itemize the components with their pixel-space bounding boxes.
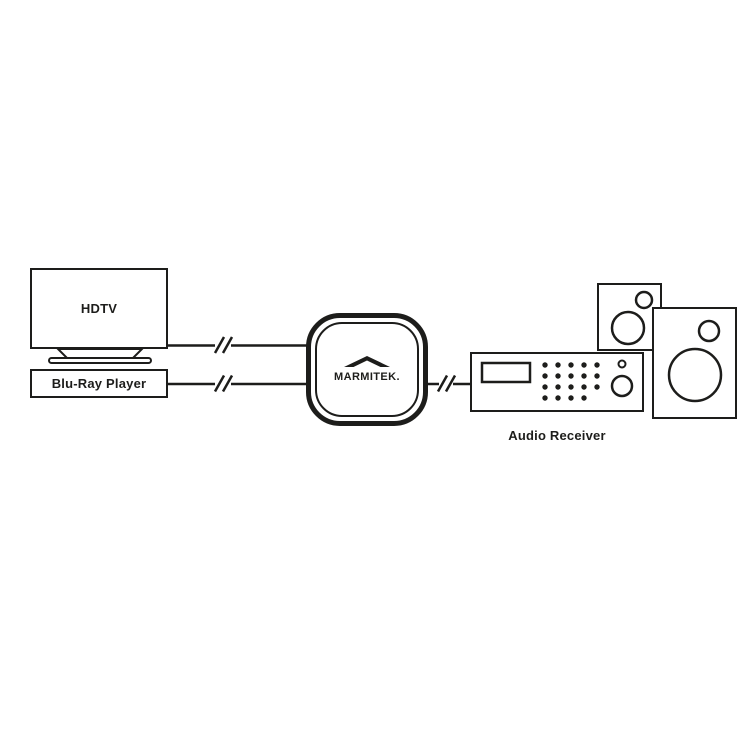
- receiver-label: Audio Receiver: [508, 428, 606, 443]
- hdtv-box: HDTV: [30, 268, 168, 349]
- cable-break-icon: [213, 336, 234, 354]
- receiver-display: [480, 361, 532, 384]
- cable-hdtv-extender: [168, 336, 307, 354]
- audio-receiver-box: [470, 352, 644, 412]
- bluray-label: Blu-Ray Player: [51, 376, 147, 391]
- receiver-buttons: [542, 362, 600, 401]
- speaker-woofer-icon: [610, 310, 646, 346]
- hdtv-label: HDTV: [80, 301, 118, 316]
- extender-device-inner: MARMITEK.: [315, 322, 419, 417]
- tv-stand-icon: [48, 348, 152, 364]
- extender-device: MARMITEK.: [306, 313, 428, 426]
- speaker-front: [652, 307, 737, 419]
- marmitek-brand-label: MARMITEK.: [334, 371, 400, 383]
- speaker-tweeter-icon: [634, 290, 654, 310]
- receiver-power-button-icon: [617, 359, 627, 369]
- speaker-woofer-icon: [667, 347, 723, 403]
- bluray-box: Blu-Ray Player: [30, 369, 168, 398]
- cable-break-icon: [213, 374, 234, 393]
- receiver-knob-icon: [610, 374, 634, 398]
- speaker-tweeter-icon: [697, 319, 721, 343]
- cable-bluray-extender: [168, 374, 307, 393]
- cable-break-icon: [436, 374, 457, 393]
- cable-extender-receiver: [427, 374, 471, 393]
- speaker-back: [597, 283, 662, 351]
- marmitek-logo-icon: [344, 356, 390, 367]
